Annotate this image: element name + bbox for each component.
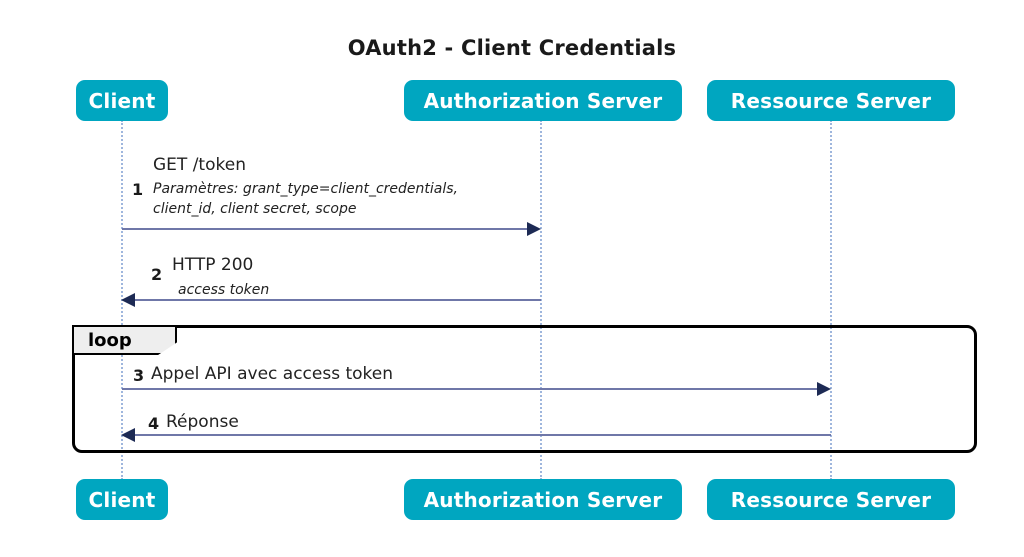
message-1-subtext-line2: client_id, client secret, scope xyxy=(153,201,357,217)
message-3-arrowhead-icon xyxy=(817,382,831,396)
participant-label: Client xyxy=(88,88,156,113)
lifeline-authorization-server xyxy=(540,120,544,480)
participant-client-top[interactable]: Client xyxy=(76,80,168,121)
participant-authorization-server-bottom[interactable]: Authorization Server xyxy=(404,479,682,520)
message-3-label: Appel API avec access token xyxy=(151,364,394,384)
participant-label: Client xyxy=(88,487,156,512)
participant-label: Ressource Server xyxy=(730,88,932,113)
message-3-line xyxy=(122,388,818,390)
message-4-line xyxy=(135,434,831,436)
participant-label: Authorization Server xyxy=(423,487,663,512)
participant-ressource-server-bottom[interactable]: Ressource Server xyxy=(707,479,955,520)
message-1-label: GET /token xyxy=(153,155,246,175)
message-1-number: 1 xyxy=(132,180,144,199)
loop-fragment xyxy=(72,325,977,453)
participant-client-bottom[interactable]: Client xyxy=(76,479,168,520)
message-4-arrowhead-icon xyxy=(121,428,135,442)
participant-ressource-server-top[interactable]: Ressource Server xyxy=(707,80,955,121)
loop-fragment-label: loop xyxy=(88,329,132,351)
message-2-label: HTTP 200 xyxy=(172,255,254,275)
message-2-arrowhead-icon xyxy=(121,293,135,307)
participant-label: Ressource Server xyxy=(730,487,932,512)
message-2-subtext-line1: access token xyxy=(178,282,270,298)
message-2-number: 2 xyxy=(151,265,163,284)
diagram-title: OAuth2 - Client Credentials xyxy=(347,36,677,60)
message-1-subtext-line1: Paramètres: grant_type=client_credential… xyxy=(153,181,458,197)
message-4-label: Réponse xyxy=(166,412,239,432)
lifeline-ressource-server xyxy=(830,120,834,480)
message-1-line xyxy=(122,228,528,230)
message-2-line xyxy=(135,299,541,301)
participant-label: Authorization Server xyxy=(423,88,663,113)
loop-fragment-tab: loop xyxy=(72,325,177,355)
message-3-number: 3 xyxy=(133,366,145,385)
message-1-arrowhead-icon xyxy=(527,222,541,236)
participant-authorization-server-top[interactable]: Authorization Server xyxy=(404,80,682,121)
message-4-number: 4 xyxy=(148,414,160,433)
